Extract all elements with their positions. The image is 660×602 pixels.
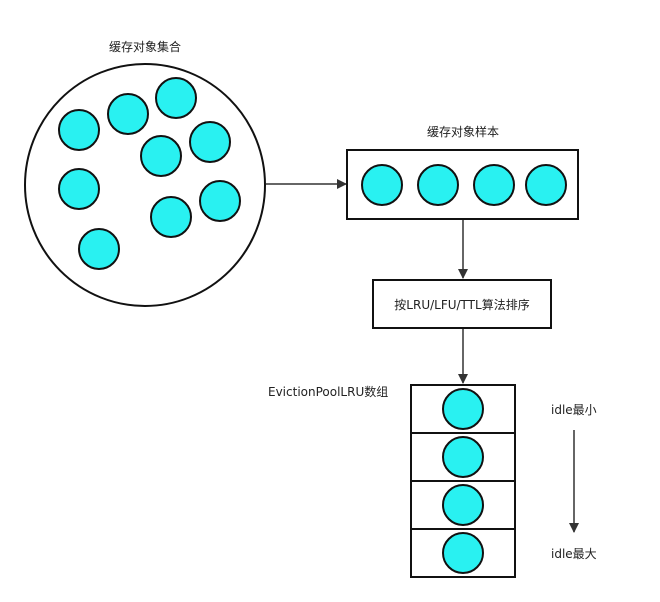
cache-object xyxy=(58,168,100,210)
cache-object xyxy=(189,121,231,163)
sample-object xyxy=(361,164,403,206)
cache-set-title: 缓存对象集合 xyxy=(109,39,181,54)
idle-min-label: idle最小 xyxy=(551,403,597,417)
eviction-pool xyxy=(410,384,516,578)
sort-box xyxy=(372,279,552,329)
pool-object xyxy=(442,484,484,526)
cache-object xyxy=(155,77,197,119)
sample-title: 缓存对象样本 xyxy=(427,124,499,139)
pool-object xyxy=(442,436,484,478)
cache-object xyxy=(199,180,241,222)
cache-objects xyxy=(58,77,241,270)
sample-object xyxy=(525,164,567,206)
sort-box-label: 按LRU/LFU/TTL算法排序 xyxy=(394,297,529,312)
cache-object xyxy=(78,228,120,270)
pool-object xyxy=(442,388,484,430)
cache-object xyxy=(140,135,182,177)
cache-object xyxy=(58,109,100,151)
pool-title: EvictionPoolLRU数组 xyxy=(268,384,388,399)
pool-object xyxy=(442,532,484,574)
sample-objects xyxy=(361,164,567,206)
cache-object xyxy=(150,196,192,238)
cache-object xyxy=(107,93,149,135)
idle-max-label: idle最大 xyxy=(551,547,597,561)
sample-object xyxy=(417,164,459,206)
sample-object xyxy=(473,164,515,206)
